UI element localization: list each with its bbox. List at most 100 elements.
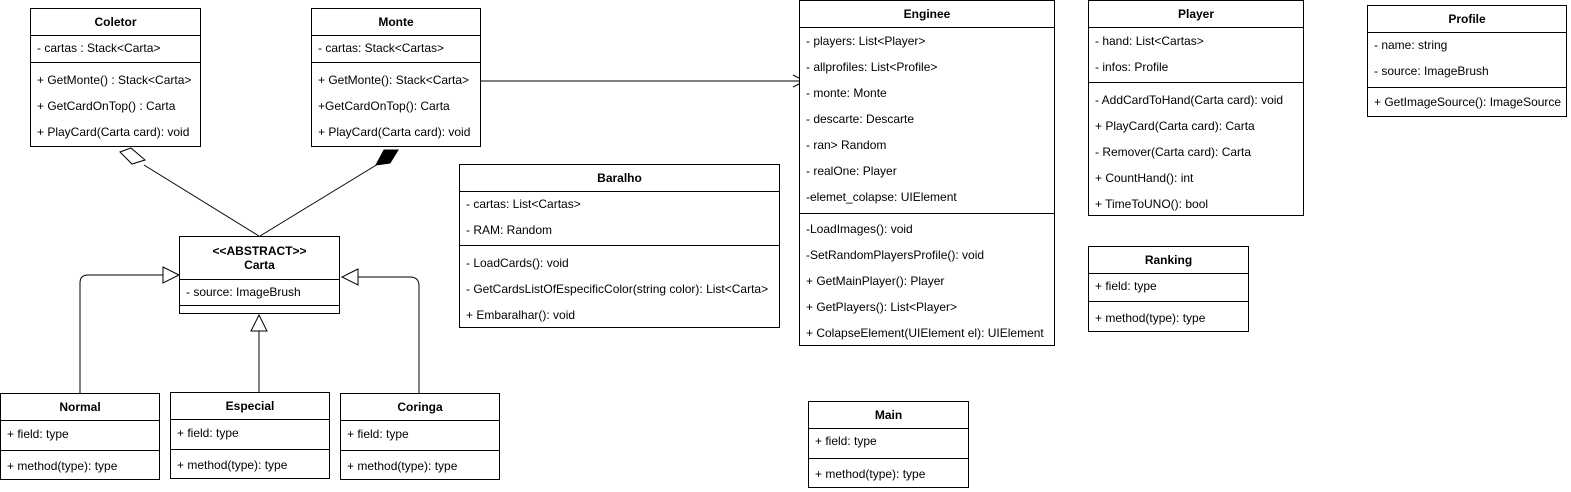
class-name: Monte [378, 15, 414, 29]
attributes-section: - hand: List<Cartas> - infos: Profile [1089, 28, 1303, 83]
method: - Remover(Carta card): Carta [1095, 145, 1252, 159]
coletor-aggregation-diamond [119, 147, 147, 165]
attribute: - source: ImageBrush [1374, 64, 1489, 78]
class-header: Ranking [1089, 247, 1248, 274]
method: + method(type): type [347, 459, 458, 473]
class-header: Coletor [31, 9, 200, 36]
coringa-carta-inheritance-line [358, 276, 420, 393]
method: + GetMainPlayer(): Player [806, 274, 945, 288]
class-main[interactable]: Main + field: type + method(type): type [808, 401, 969, 488]
coringa-inheritance-triangle [340, 268, 359, 286]
attribute: - allprofiles: List<Profile> [806, 60, 938, 74]
class-normal[interactable]: Normal + field: type + method(type): typ… [0, 393, 160, 480]
attributes-section: - cartas: List<Cartas> - RAM: Random [460, 192, 779, 246]
attributes-section: + field: type [809, 429, 968, 459]
method: + GetMonte(): Stack<Carta> [318, 73, 470, 87]
method: + GetMonte() : Stack<Carta> [37, 73, 192, 87]
normal-carta-inheritance-line [79, 274, 163, 393]
class-profile[interactable]: Profile - name: string - source: ImageBr… [1367, 5, 1567, 117]
attribute: - RAM: Random [466, 223, 553, 237]
methods-section: + GetImageSource(): ImageSource [1368, 88, 1566, 116]
coletor-carta-aggregation-line [143, 164, 260, 237]
class-enginee[interactable]: Enginee - players: List<Player> - allpro… [799, 0, 1055, 346]
class-name: Carta [244, 258, 275, 272]
attribute: + field: type [7, 427, 69, 441]
attribute: - name: string [1374, 38, 1448, 52]
attributes-section: - cartas : Stack<Carta> [31, 36, 200, 63]
methods-section: + method(type): type [809, 459, 968, 487]
monte-composition-diamond [375, 149, 399, 166]
attribute: - cartas: Stack<Cartas> [318, 41, 445, 55]
method: + PlayCard(Carta card): Carta [1095, 119, 1255, 133]
especial-inheritance-triangle [250, 313, 268, 332]
attribute: - realOne: Player [806, 164, 897, 178]
class-coletor[interactable]: Coletor - cartas : Stack<Carta> + GetMon… [30, 8, 201, 147]
class-name: Ranking [1144, 253, 1193, 267]
class-stereotype: <<ABSTRACT>> [212, 244, 307, 258]
class-name: Profile [1448, 12, 1486, 26]
method: + method(type): type [815, 467, 926, 481]
methods-section: - AddCardToHand(Carta card): void + Play… [1089, 83, 1303, 215]
attribute: - source: ImageBrush [186, 285, 301, 299]
methods-section: -LoadImages(): void -SetRandomPlayersPro… [800, 214, 1054, 345]
attributes-section: - source: ImageBrush [180, 280, 339, 306]
attributes-section: + field: type [1, 421, 159, 451]
method: + method(type): type [177, 458, 288, 472]
attributes-section: + field: type [171, 420, 329, 450]
class-name: Baralho [597, 171, 642, 185]
methods-section: + method(type): type [1089, 302, 1248, 331]
attribute: - monte: Monte [806, 86, 887, 100]
normal-inheritance-triangle [162, 266, 181, 284]
class-baralho[interactable]: Baralho - cartas: List<Cartas> - RAM: Ra… [459, 164, 780, 328]
method: + Embaralhar(): void [466, 308, 576, 322]
monte-carta-composition-line [259, 163, 379, 237]
class-carta[interactable]: <<ABSTRACT>> Carta - source: ImageBrush [179, 236, 340, 314]
attribute: + field: type [347, 427, 409, 441]
attribute: + field: type [1095, 279, 1157, 293]
attribute: - ran> Random [806, 138, 887, 152]
methods-section: + method(type): type [1, 451, 159, 479]
class-header: Baralho [460, 165, 779, 192]
attribute: - infos: Profile [1095, 60, 1169, 74]
method: - GetCardsListOfEspecificColor(string co… [466, 282, 769, 296]
class-coringa[interactable]: Coringa + field: type + method(type): ty… [340, 393, 500, 480]
attributes-section: + field: type [341, 421, 499, 451]
class-header: Main [809, 402, 968, 429]
methods-section: + method(type): type [171, 450, 329, 478]
class-name: Main [874, 408, 903, 422]
class-name: Coletor [94, 15, 137, 29]
methods-section: + GetMonte() : Stack<Carta> + GetCardOnT… [31, 63, 200, 146]
method: +GetCardOnTop(): Carta [318, 99, 450, 113]
method: + GetCardOnTop() : Carta [37, 99, 176, 113]
class-player[interactable]: Player - hand: List<Cartas> - infos: Pro… [1088, 0, 1304, 216]
method: + PlayCard(Carta card): void [37, 125, 190, 139]
class-name: Especial [225, 399, 275, 413]
method: + TimeToUNO(): bool [1095, 197, 1209, 211]
methods-section: + method(type): type [341, 451, 499, 479]
methods-section: + GetMonte(): Stack<Carta> +GetCardOnTop… [312, 63, 480, 146]
attributes-section: + field: type [1089, 274, 1248, 302]
method: + method(type): type [1095, 311, 1206, 325]
method: + method(type): type [7, 459, 118, 473]
attribute: - descarte: Descarte [806, 112, 915, 126]
methods-section [180, 306, 339, 313]
method: + PlayCard(Carta card): void [318, 125, 471, 139]
class-header: Normal [1, 394, 159, 421]
method: - AddCardToHand(Carta card): void [1095, 93, 1284, 107]
attribute: + field: type [815, 434, 877, 448]
method: -SetRandomPlayersProfile(): void [806, 248, 985, 262]
attribute: - cartas : Stack<Carta> [37, 41, 161, 55]
method: + GetPlayers(): List<Player> [806, 300, 958, 314]
class-monte[interactable]: Monte - cartas: Stack<Cartas> + GetMonte… [311, 8, 481, 147]
method: + GetImageSource(): ImageSource [1374, 95, 1562, 109]
class-ranking[interactable]: Ranking + field: type + method(type): ty… [1088, 246, 1249, 332]
attribute: - players: List<Player> [806, 34, 926, 48]
class-name: Coringa [397, 400, 443, 414]
class-header: Monte [312, 9, 480, 36]
methods-section: - LoadCards(): void - GetCardsListOfEspe… [460, 246, 779, 327]
method: -LoadImages(): void [806, 222, 913, 236]
class-especial[interactable]: Especial + field: type + method(type): t… [170, 392, 330, 479]
class-name: Normal [59, 400, 101, 414]
method: - LoadCards(): void [466, 256, 569, 270]
attributes-section: - name: string - source: ImageBrush [1368, 33, 1566, 88]
